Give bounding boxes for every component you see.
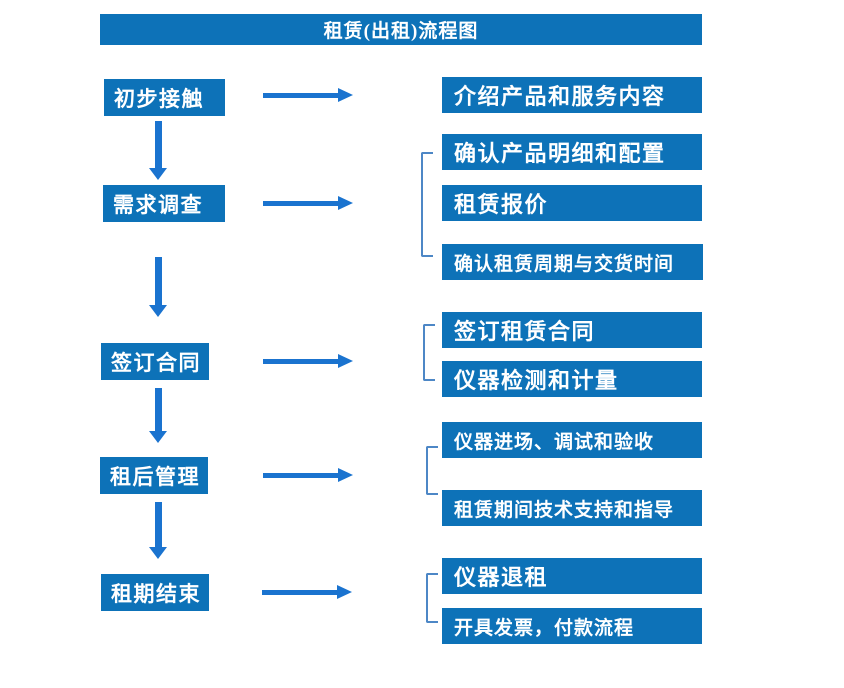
down-arrow-2 bbox=[149, 257, 167, 317]
stage-box-demand-survey: 需求调查 bbox=[103, 185, 225, 222]
arrow-stem bbox=[263, 200, 338, 206]
arrow-head-icon bbox=[149, 305, 167, 317]
output-box-confirm-product-details: 确认产品明细和配置 bbox=[442, 134, 702, 170]
group-bracket-demand-survey bbox=[421, 152, 433, 257]
down-arrow-4 bbox=[149, 502, 167, 559]
flowchart-title: 租赁(出租)流程图 bbox=[100, 14, 702, 45]
stage-box-rental-end: 租期结束 bbox=[101, 574, 209, 611]
output-box-invoice-payment: 开具发票，付款流程 bbox=[442, 608, 702, 644]
output-box-instrument-return: 仪器退租 bbox=[442, 558, 702, 594]
output-box-rental-quote: 租赁报价 bbox=[442, 185, 702, 221]
arrow-head-icon bbox=[338, 468, 353, 482]
down-arrow-1 bbox=[149, 121, 167, 180]
right-arrow-demand-survey bbox=[263, 196, 353, 210]
right-arrow-initial-contact bbox=[263, 88, 353, 102]
arrow-stem bbox=[154, 257, 162, 305]
group-bracket-sign-contract bbox=[423, 324, 435, 381]
output-box-rental-tech-support: 租赁期间技术支持和指导 bbox=[442, 490, 702, 526]
group-bracket-rental-end bbox=[426, 573, 438, 623]
arrow-head-icon bbox=[338, 88, 353, 102]
group-bracket-post-rental bbox=[426, 446, 438, 495]
arrow-stem bbox=[263, 92, 338, 98]
arrow-head-icon bbox=[337, 585, 352, 599]
arrow-head-icon bbox=[338, 196, 353, 210]
output-box-introduce-products: 介绍产品和服务内容 bbox=[442, 77, 702, 113]
output-box-instrument-setup-acceptance: 仪器进场、调试和验收 bbox=[442, 422, 702, 458]
output-box-confirm-rental-period: 确认租赁周期与交货时间 bbox=[442, 244, 703, 280]
right-arrow-rental-end bbox=[262, 585, 352, 599]
arrow-stem bbox=[263, 472, 338, 478]
arrow-stem bbox=[154, 502, 162, 547]
output-box-instrument-inspection: 仪器检测和计量 bbox=[442, 361, 702, 397]
arrow-head-icon bbox=[149, 547, 167, 559]
down-arrow-3 bbox=[149, 388, 167, 443]
right-arrow-sign-contract bbox=[263, 354, 353, 368]
output-box-sign-rental-contract: 签订租赁合同 bbox=[442, 312, 702, 348]
stage-box-initial-contact: 初步接触 bbox=[104, 79, 225, 116]
arrow-stem bbox=[154, 121, 162, 168]
arrow-stem bbox=[262, 589, 337, 595]
arrow-head-icon bbox=[149, 168, 167, 180]
stage-box-sign-contract: 签订合同 bbox=[101, 343, 209, 380]
arrow-stem bbox=[154, 388, 162, 431]
right-arrow-post-rental bbox=[263, 468, 353, 482]
arrow-stem bbox=[263, 358, 338, 364]
stage-box-post-rental-management: 租后管理 bbox=[100, 457, 208, 494]
arrow-head-icon bbox=[338, 354, 353, 368]
arrow-head-icon bbox=[149, 431, 167, 443]
